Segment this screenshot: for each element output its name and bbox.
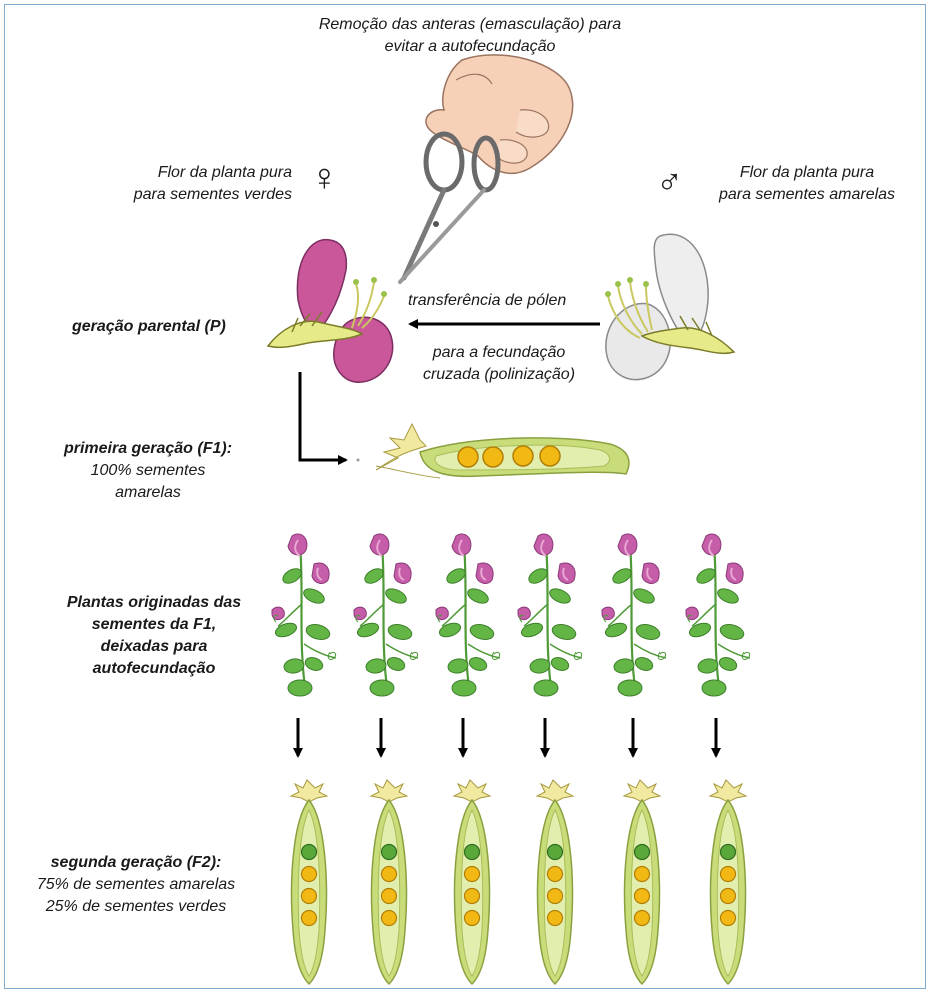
plants-line: sementes da F1,: [91, 616, 217, 633]
f2-desc-line: 25% de sementes verdes: [45, 898, 227, 915]
f2-pods-row: [290, 779, 747, 985]
f1-arrow: [298, 372, 348, 465]
f2-label: segunda geração (F2): 75% de sementes am…: [14, 852, 258, 918]
pollen-transfer-label: transferência de pólen: [408, 292, 567, 309]
female-flower-label: Flor da planta pura para sementes verdes: [100, 162, 292, 206]
pea-plant-icon: [352, 532, 420, 698]
male-symbol: ♂: [656, 161, 683, 202]
pea-pod-icon: [536, 779, 574, 985]
plants-line: Plantas originadas das: [66, 594, 242, 611]
f1-desc-line: 100% sementes: [90, 462, 206, 479]
parental-generation-label: geração parental (P): [72, 318, 226, 335]
f1-label: primeira geração (F1): 100% sementes ama…: [20, 438, 276, 504]
pea-pod-icon: [623, 779, 661, 985]
pea-pod-icon: [453, 779, 491, 985]
plants-line: autofecundação: [92, 660, 216, 677]
pea-pod-icon: [290, 779, 328, 985]
label-line: para a fecundação: [432, 344, 566, 361]
hand-with-scissors-icon: [398, 54, 574, 284]
f1-title: primeira geração (F1):: [63, 440, 233, 457]
label-line: para sementes amarelas: [718, 186, 896, 203]
female-symbol: ♀: [310, 157, 339, 199]
pea-plants-row: [270, 532, 752, 698]
f1-desc-line: amarelas: [115, 484, 181, 501]
f2-title: segunda geração (F2):: [50, 854, 222, 871]
pea-plant-icon: [434, 532, 502, 698]
male-flower-label: Flor da planta pura para sementes amarel…: [700, 162, 914, 206]
label-line: para sementes verdes: [133, 186, 292, 203]
down-arrows: [293, 718, 721, 758]
caption-line: evitar a autofecundação: [384, 38, 556, 55]
label-line: cruzada (polinização): [422, 366, 576, 383]
label-line: Flor da planta pura: [739, 164, 875, 181]
pea-plant-icon: [600, 532, 668, 698]
plants-line: deixadas para: [100, 638, 208, 655]
pea-pod-icon: [709, 779, 747, 985]
pea-plant-icon: [270, 532, 338, 698]
pea-pod-icon: [370, 779, 408, 985]
female-flower-icon: [266, 238, 394, 383]
figure-frame: [4, 4, 926, 989]
pea-plant-icon: [684, 532, 752, 698]
label-line: Flor da planta pura: [157, 164, 292, 181]
male-flower-icon: [605, 233, 736, 381]
emasculation-caption: Remoção das anteras (emasculação) para e…: [250, 14, 690, 58]
cross-fertilization-label: para a fecundação cruzada (polinização): [404, 342, 594, 386]
plants-label: Plantas originadas das sementes da F1, d…: [44, 592, 264, 680]
pea-pod-icon: [375, 422, 630, 479]
f2-desc-line: 75% de sementes amarelas: [36, 876, 236, 893]
caption-line: Remoção das anteras (emasculação) para: [318, 16, 622, 33]
pea-plant-icon: [516, 532, 584, 698]
